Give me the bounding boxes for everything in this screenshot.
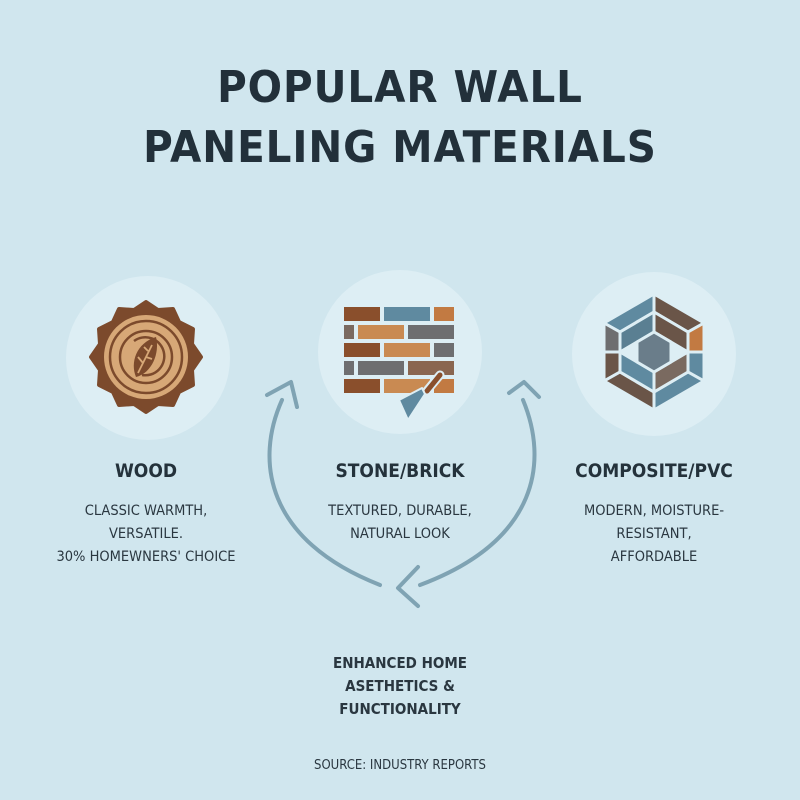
title-line-2: PANELING MATERIALS bbox=[143, 122, 657, 173]
material-desc-composite-pvc: MODERN, MOISTURE- RESISTANT, AFFORDABLE bbox=[524, 500, 784, 569]
material-desc-wood: CLASSIC WARMTH, VERSATILE. 30% HOMEWNERS… bbox=[16, 500, 276, 569]
source-note: SOURCE: INDUSTRY REPORTS bbox=[314, 758, 486, 773]
desc-line: 30% HOMEWNERS' CHOICE bbox=[56, 549, 236, 565]
desc-line: NATURAL LOOK bbox=[350, 526, 450, 542]
material-label-stone-brick: STONE/BRICK bbox=[335, 460, 465, 482]
desc-line: VERSATILE. bbox=[108, 526, 184, 542]
title-line-1: POPULAR WALL bbox=[217, 62, 583, 113]
material-desc-stone-brick: TEXTURED, DURABLE, NATURAL LOOK bbox=[270, 500, 530, 546]
desc-line: MODERN, MOISTURE- bbox=[583, 503, 725, 519]
desc-line: CLASSIC WARMTH, bbox=[84, 503, 208, 519]
outcome-text: ENHANCED HOME ASETHETICS & FUNCTIONALITY bbox=[250, 652, 550, 721]
page-title: POPULAR WALL PANELING MATERIALS bbox=[32, 58, 768, 178]
outcome-line: ENHANCED HOME bbox=[333, 654, 467, 672]
outcome-line: ASETHETICS & bbox=[345, 677, 455, 695]
material-label-wood: WOOD bbox=[114, 460, 178, 482]
desc-line: AFFORDABLE bbox=[610, 549, 698, 565]
desc-line: TEXTURED, DURABLE, bbox=[328, 503, 472, 519]
material-label-composite-pvc: COMPOSITE/PVC bbox=[575, 460, 733, 482]
desc-line: RESISTANT, bbox=[616, 526, 692, 542]
trowel-icon bbox=[398, 370, 445, 421]
outcome-line: FUNCTIONALITY bbox=[339, 700, 461, 718]
